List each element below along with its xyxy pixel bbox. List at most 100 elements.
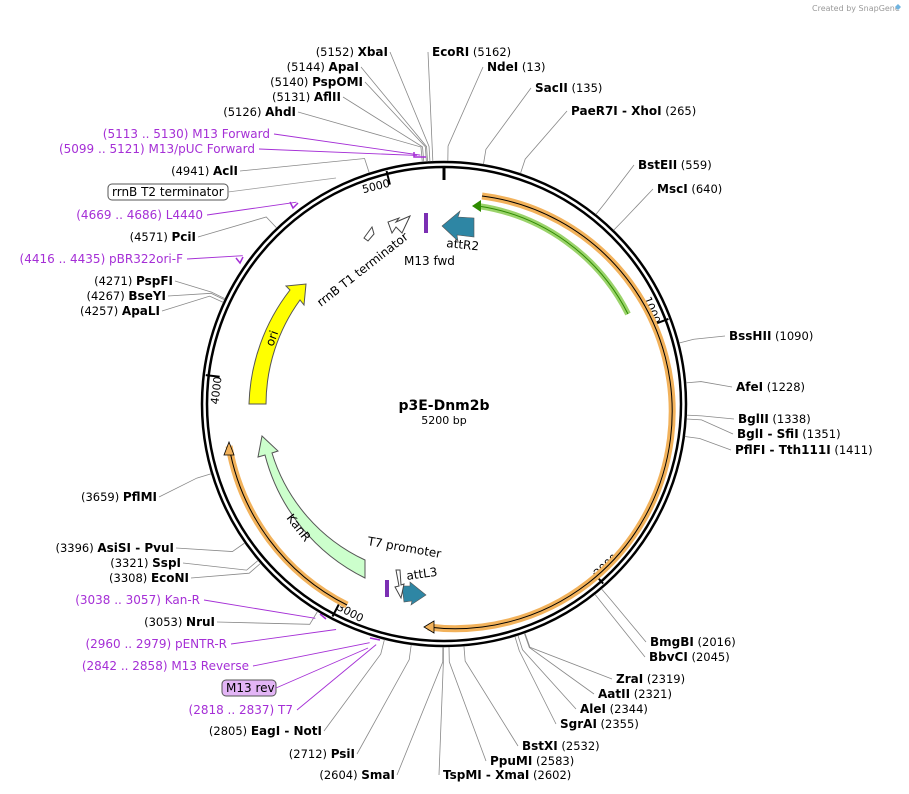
restriction-site-label: EcoRI (5162) — [432, 45, 511, 59]
site-leader-line — [595, 164, 635, 215]
restriction-site-label: BssHII (1090) — [729, 329, 813, 343]
primer-leader-line — [206, 201, 297, 216]
primer-label: (5113 .. 5130) M13 Forward — [103, 127, 270, 141]
site-leader-line — [679, 335, 726, 344]
restriction-site-label: AleI (2344) — [580, 702, 648, 716]
restriction-site-label: (4257) ApaLI — [80, 304, 160, 318]
plasmid-backbone-outer — [200, 160, 688, 648]
snapgene-logo-icon — [895, 4, 901, 10]
site-leader-line — [356, 644, 412, 755]
feature-m13-fwd — [424, 213, 428, 233]
site-leader-line — [686, 414, 735, 420]
site-leader-line — [360, 66, 428, 162]
restriction-site-label: BstXI (2532) — [522, 739, 600, 753]
restriction-site-label: PaeR7I - XhoI (265) — [571, 104, 696, 118]
restriction-site-label: (5126) AhdI — [223, 105, 296, 119]
primer-leader-line — [230, 629, 337, 645]
restriction-site-label: ZraI (2319) — [616, 672, 685, 686]
orf-arc-right-arrowhead — [423, 620, 435, 634]
restriction-site-label: (5152) XbaI — [316, 45, 388, 59]
restriction-site-label: PpuMI (2583) — [490, 754, 574, 768]
site-leader-line — [483, 87, 532, 165]
site-leader-line — [190, 563, 261, 579]
restriction-site-label: (5140) PspOMI — [270, 75, 363, 89]
restriction-site-label: (3053) NruI — [144, 615, 215, 629]
feature-label-m13-fwd: M13 fwd — [404, 254, 455, 268]
site-leader-line — [216, 611, 318, 625]
site-leader-line — [520, 110, 568, 174]
site-leader-line — [342, 96, 425, 162]
primer-marks — [235, 152, 426, 641]
feature-label-t7-promoter: T7 promoter — [365, 534, 442, 561]
orf-arc-green-arrowhead — [472, 200, 481, 212]
site-leader-line — [514, 636, 557, 725]
site-leader-line — [524, 632, 613, 680]
restriction-site-label: (3308) EcoNI — [109, 571, 189, 585]
feature-label-ori: ori — [263, 329, 281, 348]
site-leader-line — [594, 594, 646, 658]
primer-leader-lines — [186, 133, 421, 711]
orf-arc-green-core — [477, 205, 629, 315]
primer-leader-line — [258, 148, 417, 156]
site-leader-line — [438, 646, 444, 776]
site-leader-line — [601, 588, 647, 643]
site-leader-line — [161, 295, 224, 312]
site-leader-line — [686, 381, 733, 388]
feature-label-rrnb-t1-terminator: rrnB T1 terminator — [314, 230, 411, 310]
feature-kanr — [257, 435, 366, 579]
feature-ori — [248, 283, 307, 405]
site-leader-line — [239, 158, 370, 173]
restriction-site-label: TspMI - XmaI (2602) — [443, 768, 571, 782]
m13-rev-label: M13 rev — [226, 681, 275, 695]
orf-arc-left-core — [228, 445, 348, 606]
orf-arc-right-core — [427, 195, 673, 630]
tick-mark — [385, 170, 391, 185]
site-leader-line — [158, 473, 212, 498]
restriction-site-label: (2712) PsiI — [289, 747, 355, 761]
primer-label: (4416 .. 4435) pBR322ori-F — [20, 252, 184, 266]
restriction-site-label: AatII (2321) — [598, 687, 672, 701]
restriction-site-label: BstEII (559) — [638, 158, 712, 172]
tick-mark — [205, 374, 220, 378]
restriction-site-label: (2604) SmaI — [319, 768, 395, 782]
restriction-site-label: NdeI (13) — [487, 60, 546, 74]
feature-label-attr2: attR2 — [446, 236, 480, 253]
restriction-site-label: (5144) ApaI — [287, 60, 359, 74]
restriction-site-label: (2805) EagI - NotI — [209, 724, 322, 738]
tick-label: 4000 — [208, 376, 224, 405]
site-leader-line — [167, 292, 225, 301]
restriction-site-label: (4271) PspFI — [94, 274, 173, 288]
site-leader-line — [447, 66, 484, 162]
tick-mark — [331, 603, 340, 617]
primer-label: (2960 .. 2979) pENTR-R — [85, 637, 227, 651]
m13-rev-leader — [275, 647, 369, 689]
restriction-site-label: (4267) BseYI — [87, 289, 167, 303]
primer-leader-line — [252, 642, 370, 667]
restriction-site-label: BbvCI (2045) — [649, 650, 730, 664]
primer-label: (3038 .. 3057) Kan-R — [75, 593, 200, 607]
snapgene-credit: Created by SnapGene — [812, 4, 900, 13]
site-leader-line — [396, 646, 444, 776]
site-leader-line — [448, 646, 487, 762]
feature-t7-promoter — [385, 569, 405, 600]
primer-labels: (5113 .. 5130) M13 Forward(5099 .. 5121)… — [20, 127, 293, 717]
site-leader-line — [523, 633, 595, 695]
site-leader-line — [182, 560, 259, 571]
restriction-site-label: (4571) PciI — [130, 230, 196, 244]
rrnb-t2-terminator-label: rrnB T2 terminator — [112, 185, 224, 199]
primer-label: (5099 .. 5121) M13/pUC Forward — [59, 142, 255, 156]
restriction-site-label: PflFI - Tth111I (1411) — [735, 443, 873, 457]
primer-label: (2842 .. 2858) M13 Reverse — [82, 659, 249, 673]
restriction-site-label: SgrAI (2355) — [560, 717, 639, 731]
site-leader-line — [684, 436, 732, 451]
primer-leader-line — [296, 644, 377, 711]
feature-rrnb-t1-terminator — [363, 215, 412, 242]
plasmid-size: 5200 bp — [421, 414, 466, 427]
restriction-site-label: (3659) PflMI — [81, 490, 157, 504]
restriction-site-label: AfeI (1228) — [736, 380, 805, 394]
restriction-site-label: BglII (1338) — [738, 412, 811, 426]
site-leader-lines — [158, 51, 735, 776]
rrnb-t2-terminator-leader — [227, 177, 337, 193]
site-leader-line — [297, 111, 423, 163]
